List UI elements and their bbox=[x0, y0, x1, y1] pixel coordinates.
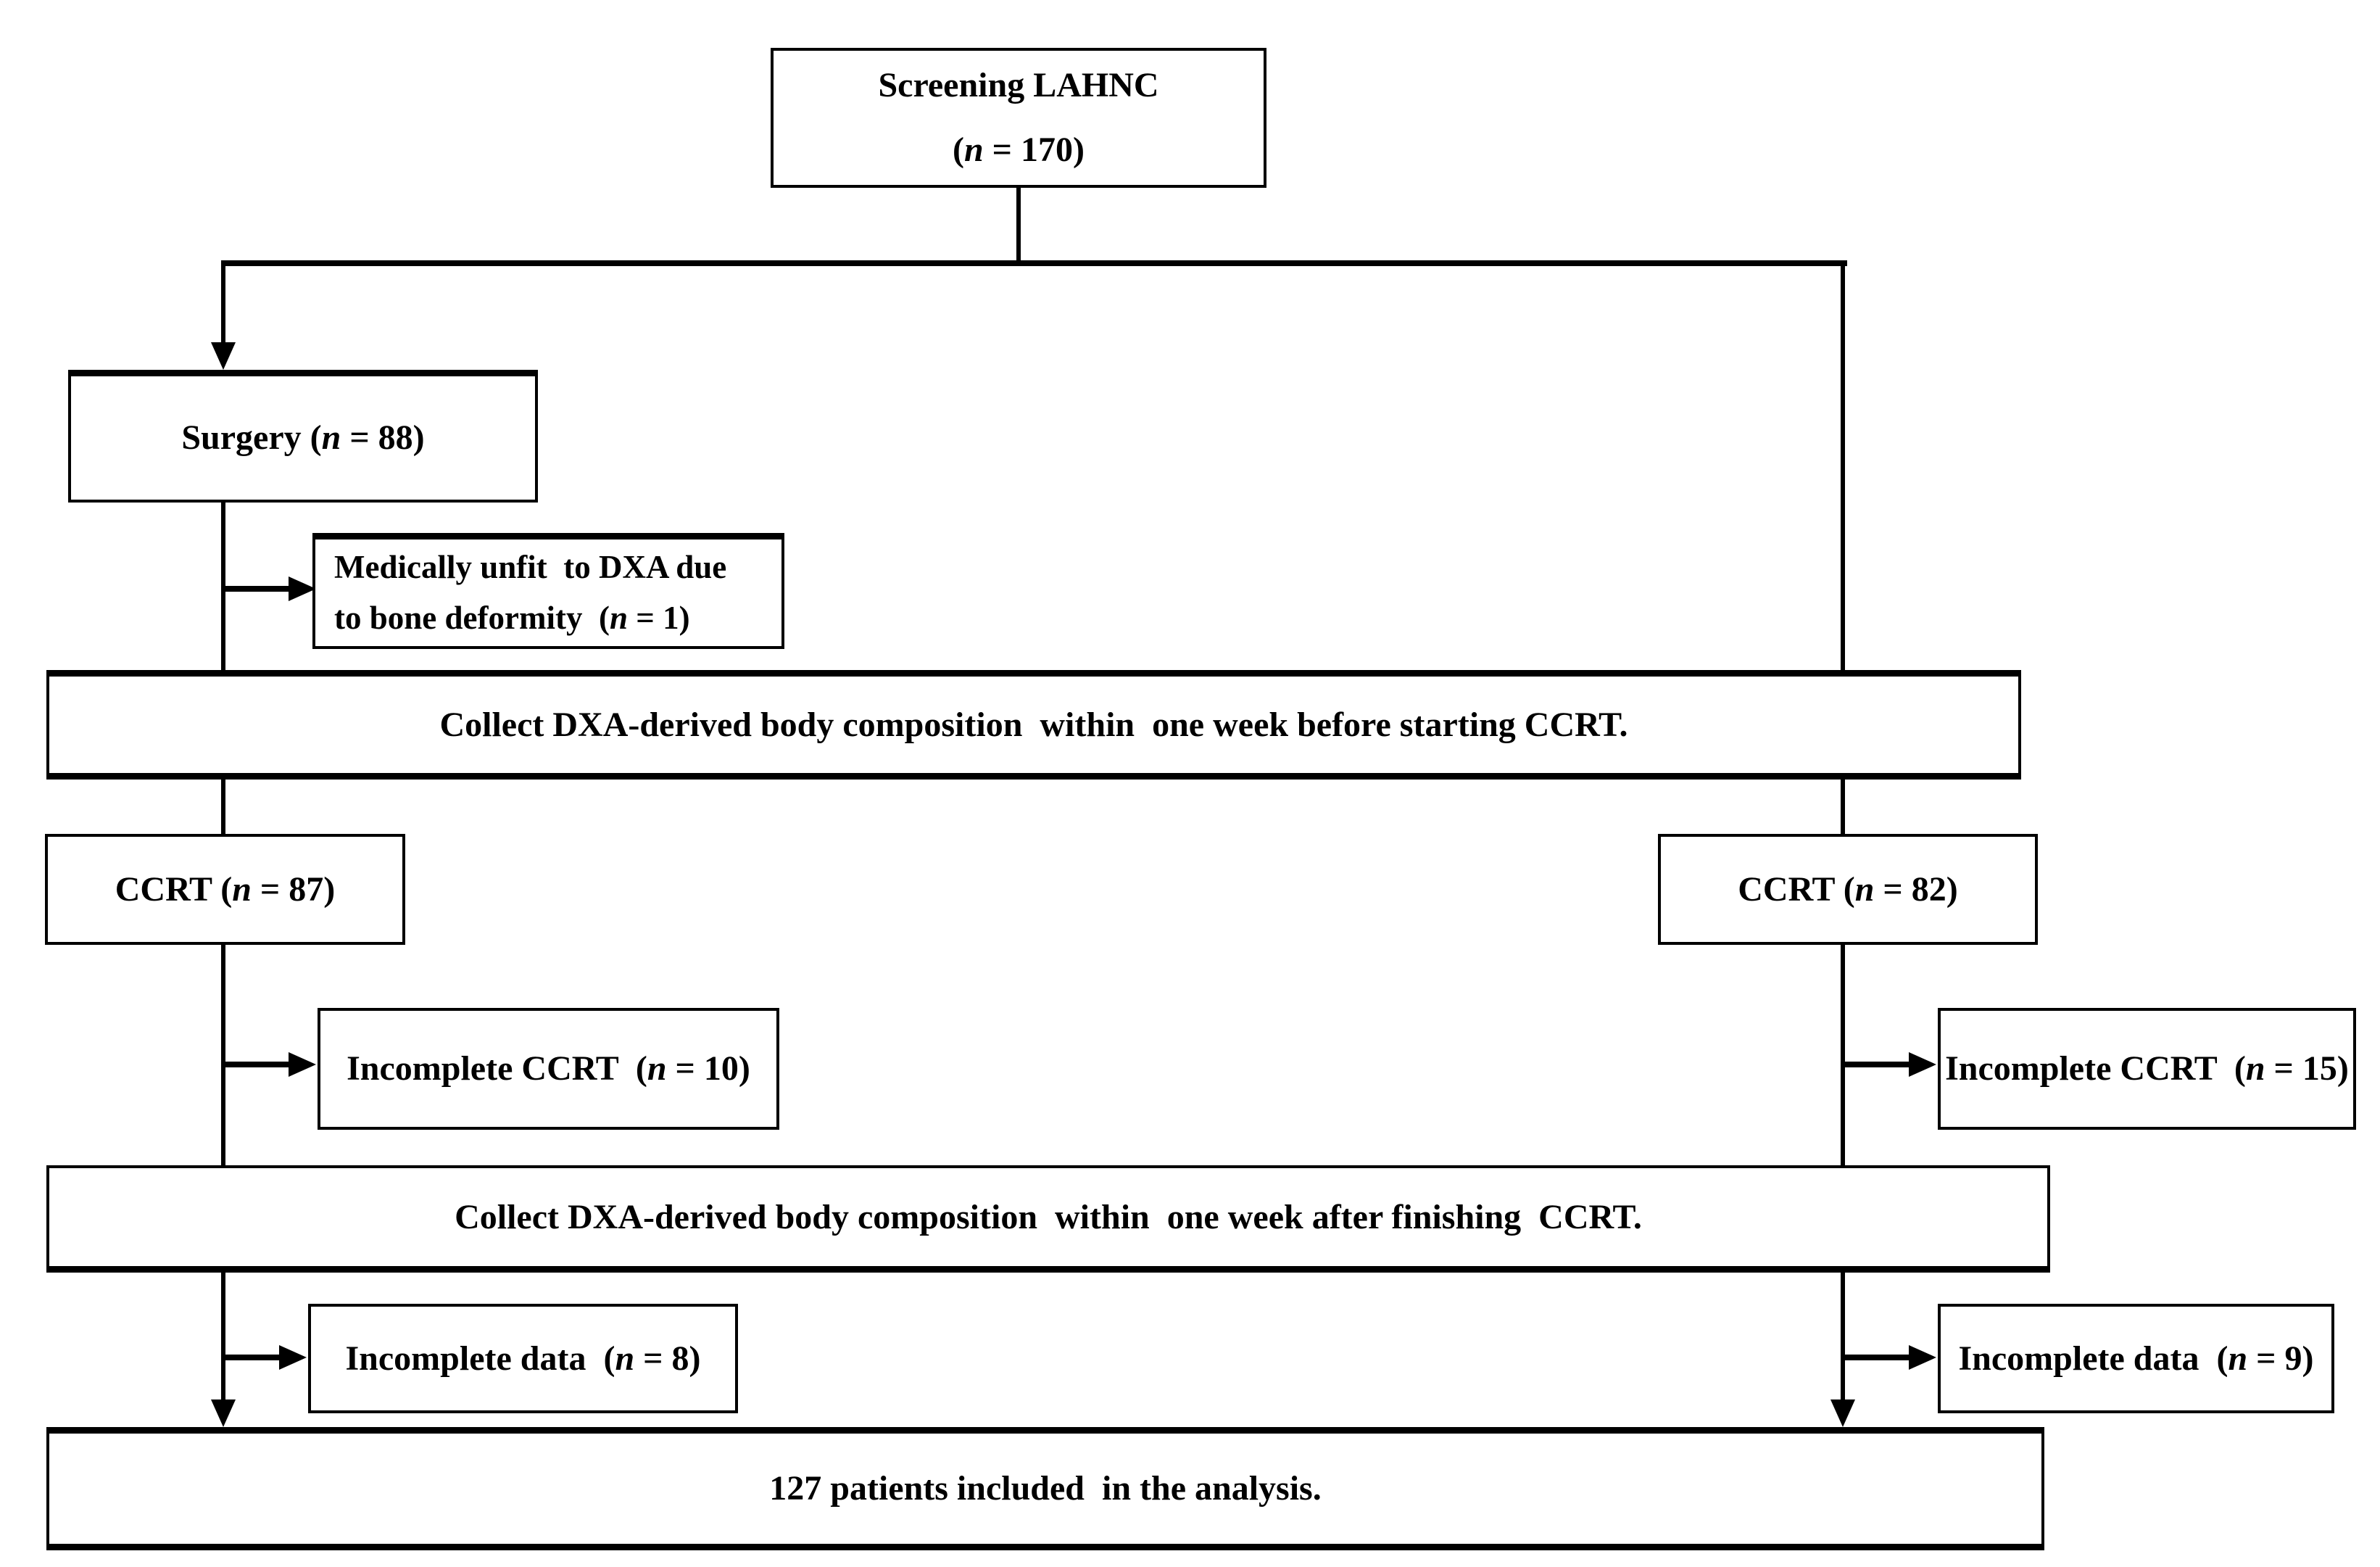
collect-after-ccrt-box: Collect DXA-derived body composition wit… bbox=[46, 1165, 2050, 1273]
connector-collect-before-to-ccrt-right bbox=[1841, 778, 1845, 835]
analysis-box: 127 patients included in the analysis. bbox=[46, 1427, 2044, 1550]
ccrt-87-box: CCRT (n = 87) bbox=[45, 834, 405, 945]
surgery-box: Surgery (n = 88) bbox=[68, 370, 538, 503]
ccrt-82-label: CCRT (n = 82) bbox=[1738, 869, 1958, 909]
analysis-label: 127 patients included in the analysis. bbox=[769, 1469, 1322, 1508]
collect-before-ccrt-label: Collect DXA-derived body composition wit… bbox=[439, 705, 1628, 744]
incomplete-ccrt-15-label: Incomplete CCRT (n = 15) bbox=[1945, 1049, 2349, 1088]
arrowhead-into-incomplete-ccrt-left bbox=[289, 1052, 316, 1077]
arrowhead-into-incomplete-data-left bbox=[279, 1345, 307, 1370]
surgery-label: Surgery (n = 88) bbox=[181, 418, 425, 458]
arrowhead-into-surgery bbox=[211, 342, 236, 370]
connector-branch-horizontal bbox=[223, 260, 1847, 266]
connector-collect-before-to-ccrt-left bbox=[221, 778, 225, 835]
connector-collect-after-to-final-left bbox=[221, 1271, 225, 1401]
connector-right-branch-down bbox=[1841, 260, 1845, 671]
connector-collect-after-to-final-right bbox=[1841, 1271, 1845, 1401]
incomplete-data-9-label: Incomplete data (n = 9) bbox=[1958, 1339, 2314, 1378]
connector-left-to-surgery bbox=[221, 260, 225, 344]
ccrt-87-label: CCRT (n = 87) bbox=[115, 869, 336, 909]
screening-label: Screening LAHNC(n = 170) bbox=[878, 65, 1159, 169]
connector-surgery-to-collect-before bbox=[221, 501, 225, 670]
branch-line-incomplete-ccrt-left bbox=[221, 1062, 291, 1067]
arrowhead-into-incomplete-ccrt-right bbox=[1909, 1052, 1936, 1077]
screening-box: Screening LAHNC(n = 170) bbox=[771, 48, 1266, 188]
collect-before-ccrt-box: Collect DXA-derived body composition wit… bbox=[46, 670, 2021, 780]
connector-ccrt-right-to-collect-after bbox=[1841, 943, 1845, 1167]
branch-line-incomplete-ccrt-right bbox=[1841, 1062, 1910, 1067]
incomplete-data-9-box: Incomplete data (n = 9) bbox=[1938, 1304, 2334, 1413]
incomplete-data-8-label: Incomplete data (n = 8) bbox=[345, 1339, 701, 1378]
connector-ccrt-left-to-collect-after bbox=[221, 943, 225, 1167]
collect-after-ccrt-label: Collect DXA-derived body composition wit… bbox=[455, 1197, 1642, 1236]
arrowhead-into-incomplete-data-right bbox=[1909, 1345, 1936, 1370]
ccrt-82-box: CCRT (n = 82) bbox=[1658, 834, 2038, 945]
arrowhead-into-final-left bbox=[211, 1399, 236, 1427]
branch-line-medically-unfit bbox=[221, 586, 291, 592]
arrowhead-into-medically-unfit bbox=[289, 576, 316, 601]
connector-screening-down bbox=[1016, 188, 1021, 263]
incomplete-ccrt-10-box: Incomplete CCRT (n = 10) bbox=[318, 1008, 779, 1130]
incomplete-ccrt-15-box: Incomplete CCRT (n = 15) bbox=[1938, 1008, 2356, 1130]
incomplete-data-8-box: Incomplete data (n = 8) bbox=[308, 1304, 738, 1413]
branch-line-incomplete-data-right bbox=[1841, 1355, 1910, 1360]
arrowhead-into-final-right bbox=[1830, 1399, 1855, 1427]
incomplete-ccrt-10-label: Incomplete CCRT (n = 10) bbox=[347, 1049, 750, 1088]
branch-line-incomplete-data-left bbox=[221, 1355, 282, 1360]
